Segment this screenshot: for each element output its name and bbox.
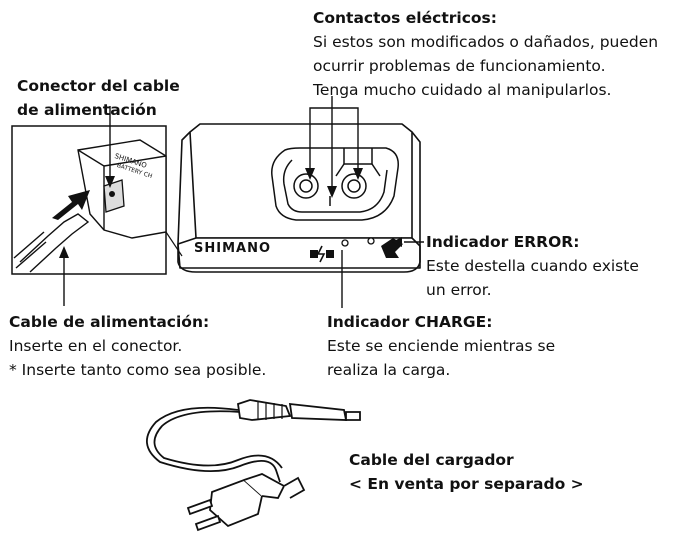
error-indicator-title: Indicador ERROR: <box>426 233 580 251</box>
charger-cable <box>146 399 361 532</box>
contacts-line-1: Si estos son modificados o dañados, pued… <box>313 33 659 51</box>
charge-indicator-line-2: realiza la carga. <box>327 361 451 379</box>
contacts-title: Contactos eléctricos: <box>313 9 497 27</box>
error-indicator-line-2: un error. <box>426 281 492 299</box>
charger-cable-note: < En venta por separado > <box>349 475 584 493</box>
charge-indicator-title: Indicador CHARGE: <box>327 313 493 331</box>
contacts-line-3: Tenga mucho cuidado al manipularlos. <box>313 81 612 99</box>
charger-cable-title: Cable del cargador <box>349 451 514 469</box>
charge-indicator-line-1: Este se enciende mientras se <box>327 337 556 355</box>
contacts-pointer <box>309 96 359 190</box>
power-cable-title: Cable de alimentación: <box>9 313 210 331</box>
error-indicator-line-1: Este destella cuando existe <box>426 257 639 275</box>
contacts-line-2: ocurrir problemas de funcionamiento. <box>313 57 606 75</box>
contacts-arrowheads <box>305 168 363 198</box>
power-connector-title-1: Conector del cable <box>17 77 180 95</box>
power-cable-line-1: Inserte en el conector. <box>9 337 183 355</box>
inset-link-line <box>165 231 183 257</box>
connector-inset <box>11 106 167 306</box>
charge-indicator-lamp <box>310 239 349 263</box>
power-connector-title-2: de alimentación <box>17 101 157 119</box>
battery-slot <box>271 147 399 221</box>
device-brand: SHIMANO <box>194 241 272 256</box>
power-cable-line-2: * Inserte tanto como sea posible. <box>9 361 267 379</box>
electrical-contacts <box>293 173 367 206</box>
